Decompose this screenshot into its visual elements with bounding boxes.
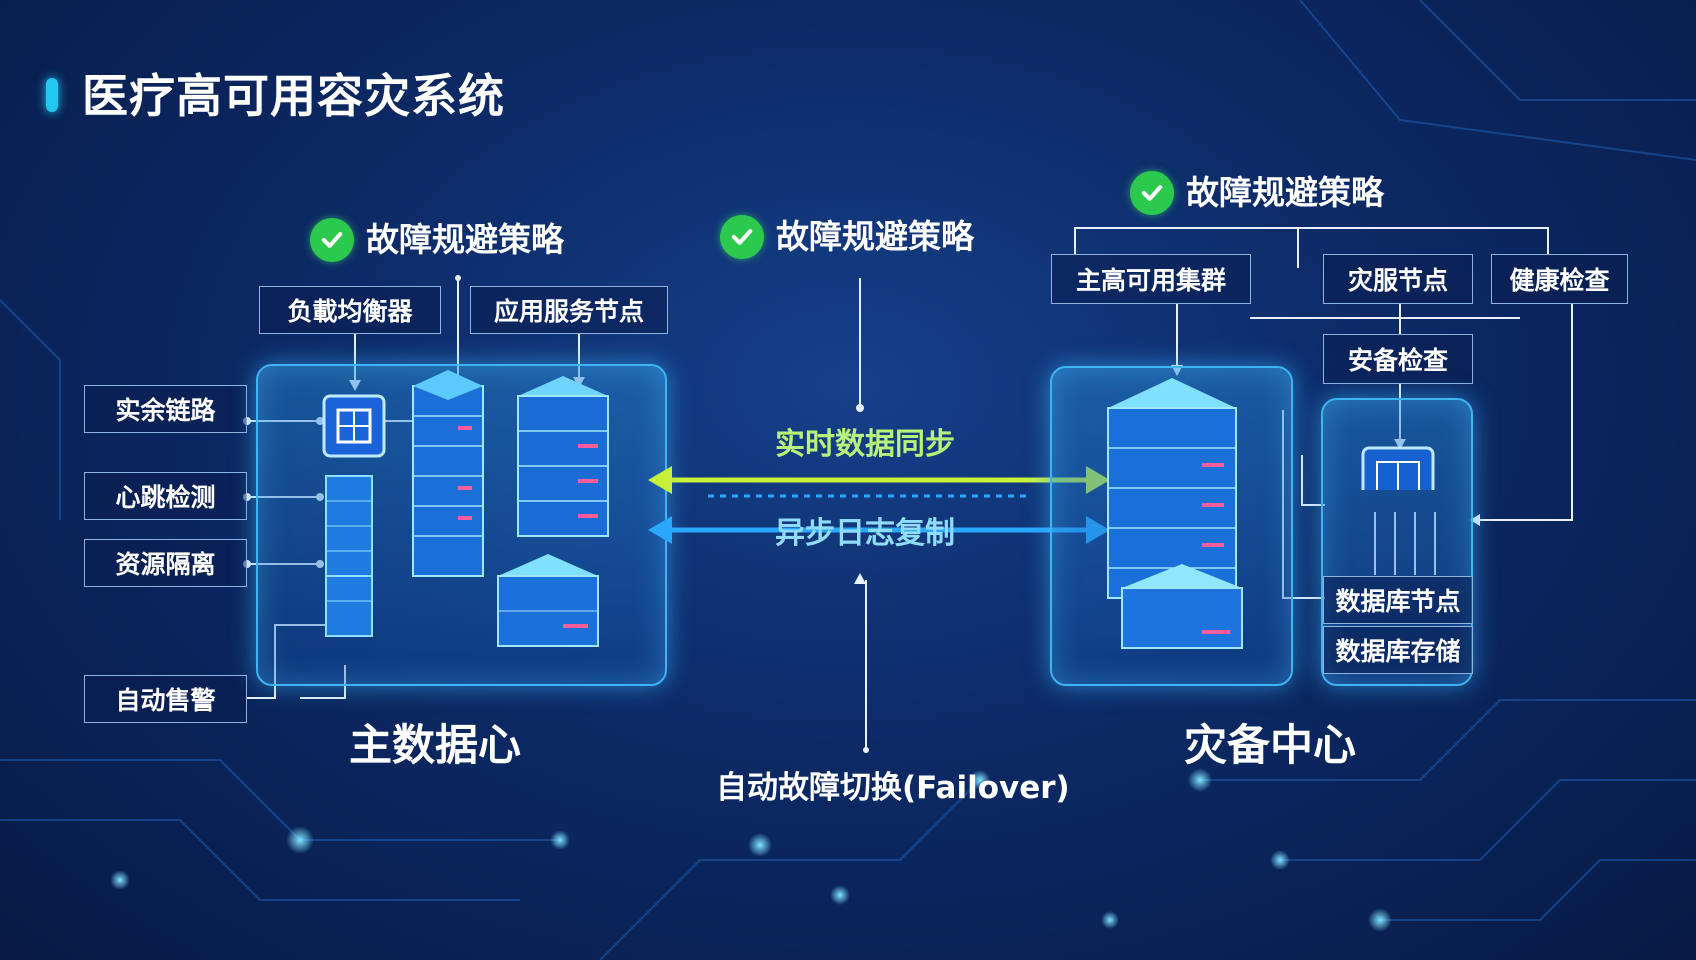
database-chip-illustration bbox=[1361, 446, 1435, 520]
box-app-node: 应用服务节点 bbox=[470, 286, 668, 334]
box-redundant-link: 实余链路 bbox=[84, 385, 247, 433]
page-title: 医疗高可用容灾系统 bbox=[82, 69, 505, 123]
backup-datacenter-panel bbox=[1050, 366, 1293, 686]
storage-unit bbox=[497, 554, 599, 647]
box-health-check: 健康检查 bbox=[1491, 254, 1628, 304]
heading-center-label: 故障规避策略 bbox=[776, 217, 974, 256]
async-label: 异步日志复制 bbox=[775, 516, 955, 551]
server-racks-illustration bbox=[322, 370, 609, 647]
load-balancer-chip bbox=[322, 394, 386, 458]
check-icon bbox=[720, 215, 764, 259]
server-tower-tall bbox=[412, 370, 484, 577]
check-icon bbox=[310, 218, 354, 262]
sync-arrow bbox=[648, 466, 1110, 494]
box-load-balancer: 负載均衡器 bbox=[259, 286, 441, 334]
box-ha-cluster: 主高可用集群 bbox=[1051, 254, 1251, 304]
backup-datacenter-label: 灾备中心 bbox=[1184, 721, 1356, 771]
server-stack bbox=[517, 376, 609, 537]
box-auto-alarm: 自动售警 bbox=[84, 675, 247, 723]
failover-label: 自动故障切换(Failover) bbox=[716, 770, 1070, 806]
box-security-check: 安备检查 bbox=[1323, 334, 1473, 384]
primary-datacenter-panel bbox=[256, 364, 667, 686]
server-tower-small bbox=[325, 475, 373, 637]
check-icon bbox=[1130, 171, 1174, 215]
backup-servers-illustration bbox=[1107, 378, 1243, 649]
heading-primary: 故障规避策略 bbox=[310, 218, 564, 262]
heading-backup-label: 故障规避策略 bbox=[1186, 173, 1384, 212]
box-db-storage: 数据库存储 bbox=[1323, 626, 1473, 674]
box-db-node: 数据库节点 bbox=[1323, 576, 1473, 624]
title-accent-bar bbox=[46, 78, 58, 112]
box-heartbeat: 心跳检测 bbox=[84, 472, 247, 520]
box-dr-node: 灾服节点 bbox=[1323, 254, 1473, 304]
heading-center: 故障规避策略 bbox=[720, 215, 974, 259]
sync-label: 实时数据同步 bbox=[775, 427, 955, 462]
box-resource-isolation: 资源隔离 bbox=[84, 539, 247, 587]
heading-backup: 故障规避策略 bbox=[1130, 171, 1384, 215]
heading-primary-label: 故障规避策略 bbox=[366, 220, 564, 259]
replication-arrows bbox=[648, 466, 1110, 544]
primary-datacenter-label: 主数据心 bbox=[349, 721, 521, 771]
async-arrow bbox=[648, 516, 1110, 544]
